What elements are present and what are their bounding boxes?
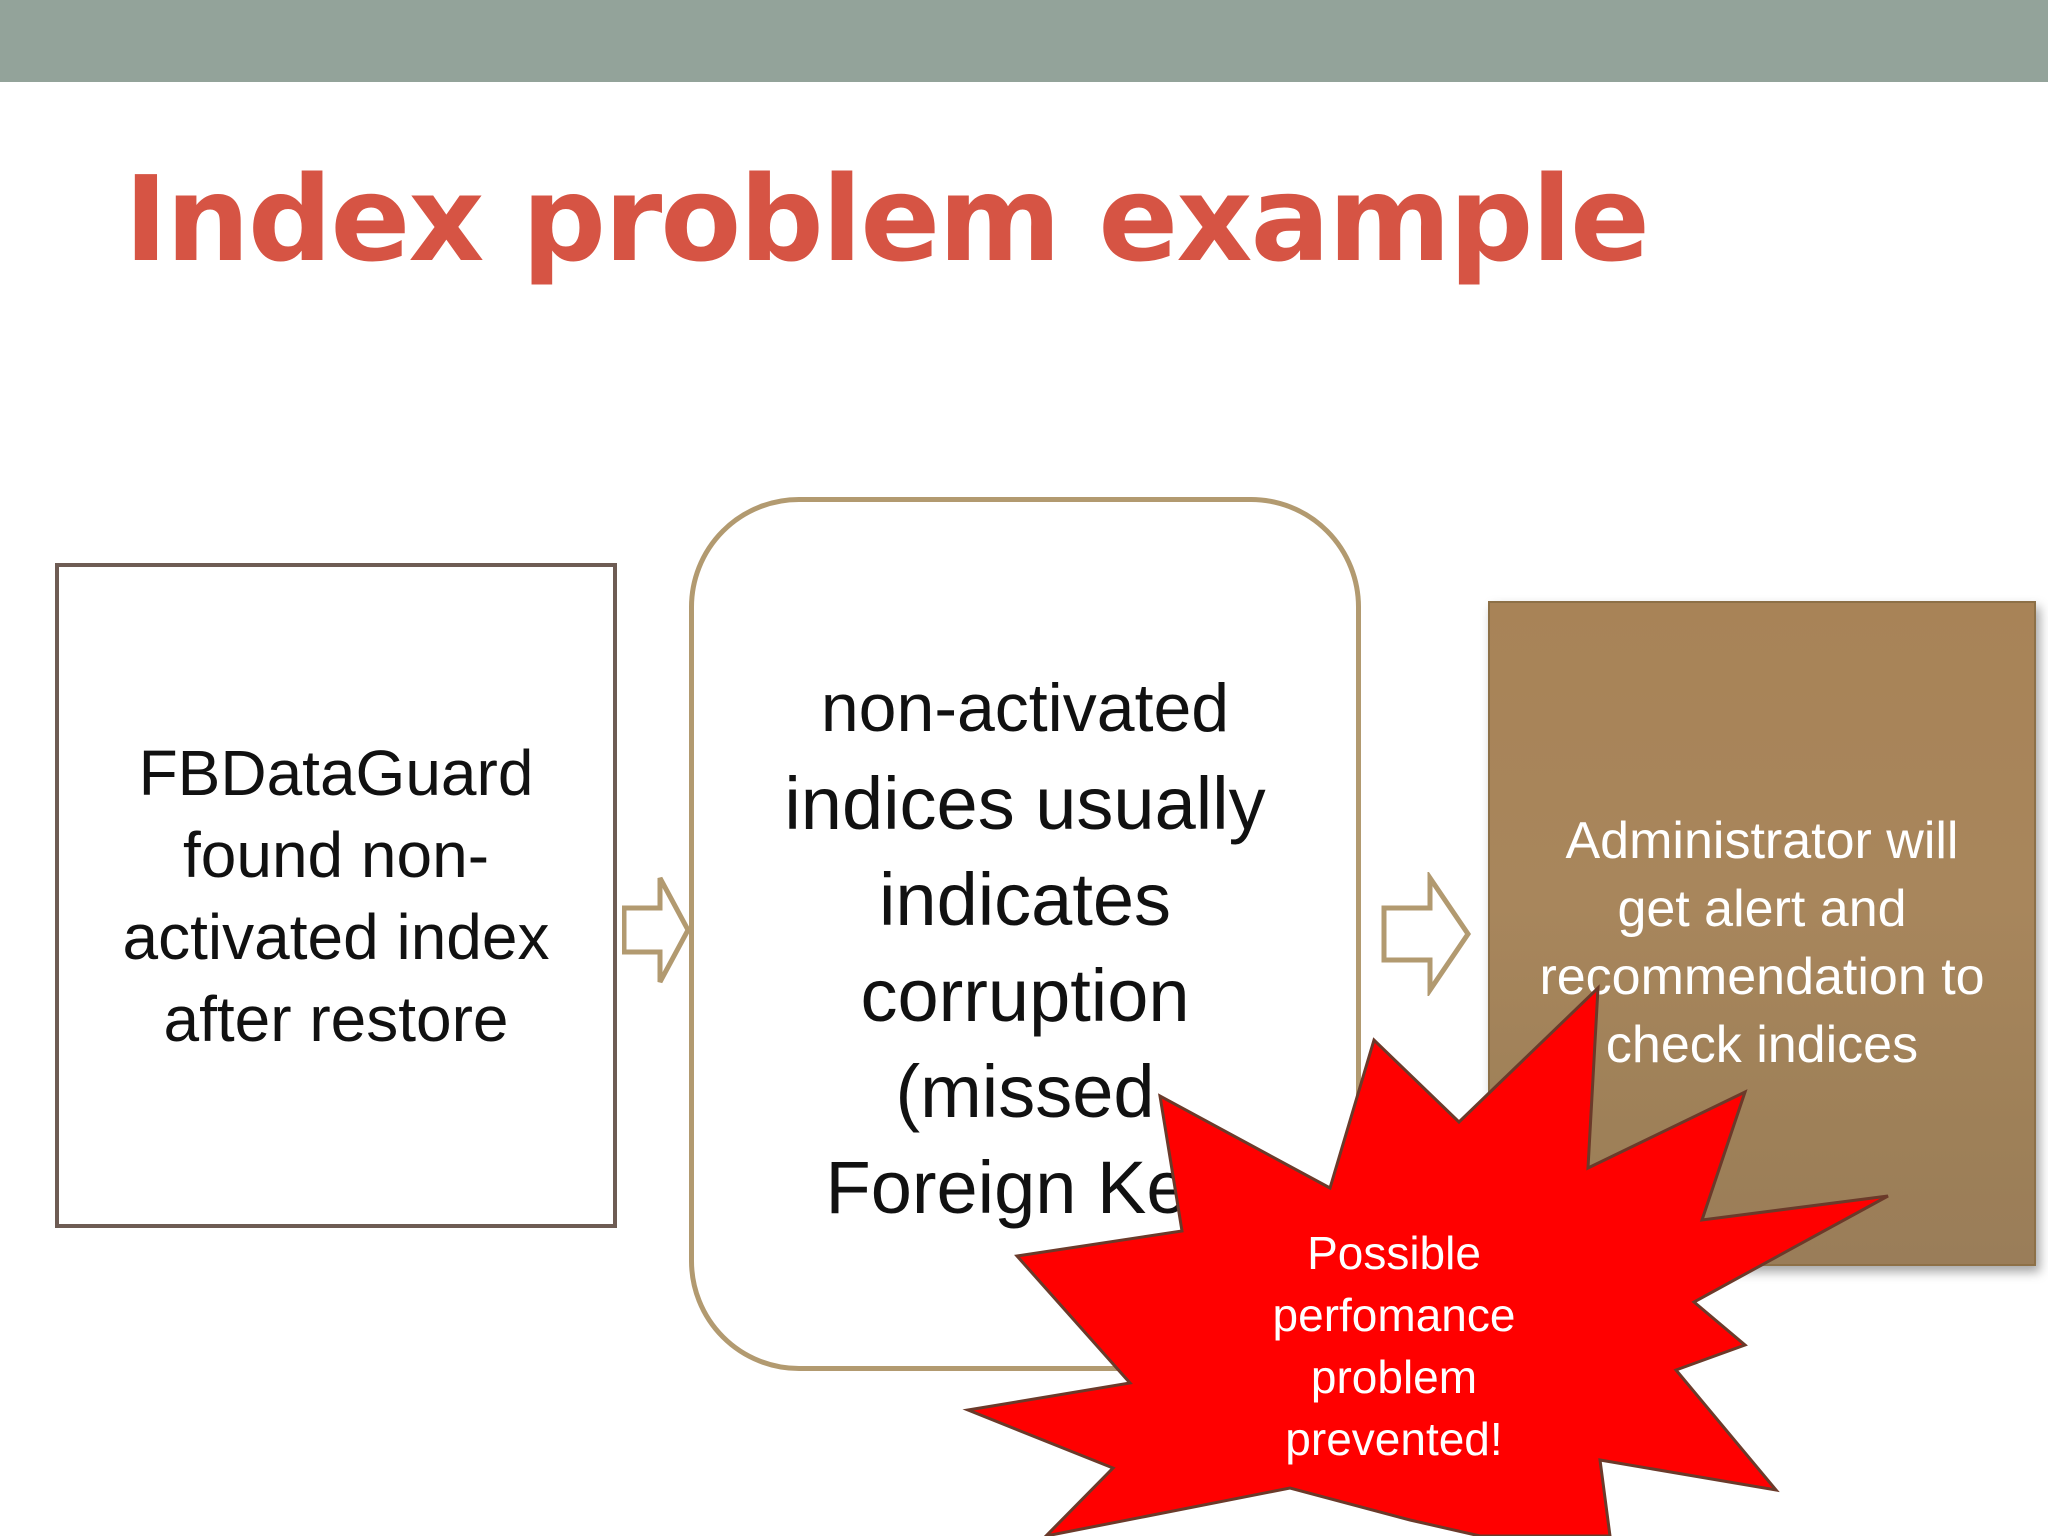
text-line: Administrator will xyxy=(1565,812,1959,870)
text-line: problem xyxy=(1310,1351,1478,1403)
text-line: corruption xyxy=(860,954,1190,1037)
text-line: Possible xyxy=(1307,1227,1481,1279)
box-admin-alert-text: Administrator will get alert and recomme… xyxy=(1490,807,2034,1079)
box-found-index: FBDataGuard found non-activated index af… xyxy=(55,563,617,1228)
box-corruption-note: non-activated indices usually indicates … xyxy=(689,497,1361,1371)
text-line: recommendation to xyxy=(1539,948,1985,1006)
arrow-right-icon xyxy=(1381,872,1472,996)
burst-text: Possible perfomance problem prevented! xyxy=(1229,1222,1559,1470)
slide-title: Index problem example xyxy=(124,150,1650,288)
text-line: indicates xyxy=(878,858,1172,941)
arrow-right-icon xyxy=(622,876,691,984)
text-line: indices usually xyxy=(784,762,1266,845)
box-found-index-text: FBDataGuard found non-activated index af… xyxy=(122,736,550,1055)
text-line: check indices xyxy=(1605,1016,1919,1074)
text-line: perfomance xyxy=(1272,1289,1516,1341)
box-corruption-note-text: non-activated indices usually indicates … xyxy=(694,660,1356,1236)
text-line: non-activated xyxy=(820,670,1230,746)
text-line: get alert and xyxy=(1617,880,1907,938)
box-admin-alert: Administrator will get alert and recomme… xyxy=(1488,601,2036,1266)
text-line: prevented! xyxy=(1285,1413,1503,1465)
text-line: (missed xyxy=(895,1050,1155,1133)
top-bar xyxy=(0,0,2048,82)
